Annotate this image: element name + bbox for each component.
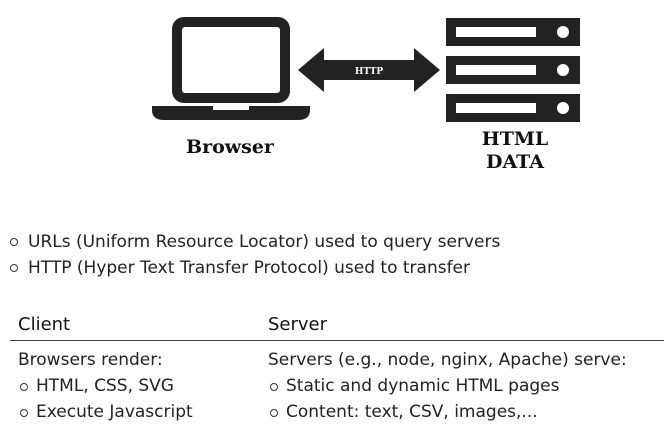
arrow-label: HTTP [355, 67, 384, 77]
server-intro: Servers (e.g., node, nginx, Apache) serv… [268, 350, 627, 370]
browser-label: Browser [186, 136, 274, 158]
bullet-text: URLs (Uniform Resource Locator) used to … [28, 232, 501, 252]
server-stack-icon [446, 18, 580, 122]
bullet-circle-icon [20, 409, 28, 417]
list-item-text: Static and dynamic HTML pages [286, 376, 560, 396]
list-item: Content: text, CSV, images,... [268, 399, 627, 425]
bullet-circle-icon [10, 264, 18, 272]
server-label: HTML DATA [440, 128, 590, 174]
server-item-list: Static and dynamic HTML pages Content: t… [268, 373, 627, 425]
bullet-circle-icon [20, 383, 28, 391]
client-cell: Browsers render: HTML, CSS, SVG Execute … [18, 347, 193, 425]
protocol-bullet-list: URLs (Uniform Resource Locator) used to … [10, 229, 500, 281]
list-item: HTML, CSS, SVG [18, 373, 193, 399]
list-item: Execute Javascript [18, 399, 193, 425]
bullet-circle-icon [270, 383, 278, 391]
bullet-text: HTTP (Hyper Text Transfer Protocol) used… [28, 258, 471, 278]
diagram-graphic: HTTP [152, 17, 580, 122]
client-column-header: Client [18, 314, 71, 335]
bullet-circle-icon [10, 238, 18, 246]
server-unit [446, 56, 580, 84]
server-unit [446, 94, 580, 122]
server-unit [446, 18, 580, 46]
bullet-circle-icon [270, 409, 278, 417]
laptop-icon [152, 17, 310, 120]
list-item-text: Execute Javascript [36, 402, 193, 422]
list-item: HTTP (Hyper Text Transfer Protocol) used… [10, 255, 500, 281]
server-label-line1: HTML [481, 128, 549, 150]
server-column-header: Server [268, 314, 328, 335]
list-item: Static and dynamic HTML pages [268, 373, 627, 399]
table-row: Browsers render: HTML, CSS, SVG Execute … [10, 341, 664, 431]
client-intro: Browsers render: [18, 350, 163, 370]
server-cell: Servers (e.g., node, nginx, Apache) serv… [268, 347, 627, 425]
server-label-line2: DATA [485, 151, 545, 173]
list-item: URLs (Uniform Resource Locator) used to … [10, 229, 500, 255]
table-header-row: Client Server [10, 308, 664, 341]
list-item-text: Content: text, CSV, images,... [286, 402, 538, 422]
client-server-diagram: HTTP Browser HTML DATA [0, 0, 664, 190]
client-server-table: Client Server Browsers render: HTML, CSS… [10, 308, 664, 431]
client-item-list: HTML, CSS, SVG Execute Javascript [18, 373, 193, 425]
double-arrow-icon [298, 48, 440, 92]
laptop-notch [213, 106, 249, 110]
list-item-text: HTML, CSS, SVG [36, 376, 174, 396]
